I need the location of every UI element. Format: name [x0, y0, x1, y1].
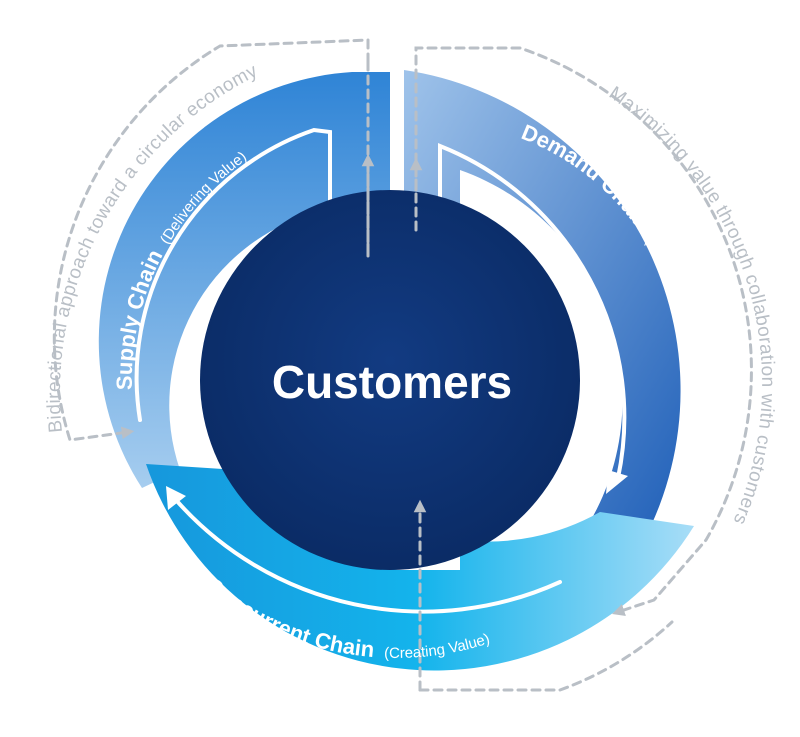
- dashed-bottom-right: [418, 620, 674, 692]
- dashed-top-right-arc: [414, 46, 753, 616]
- concurrent-arrowhead: [166, 486, 186, 510]
- center-label: Customers: [272, 356, 512, 408]
- demand-chain-segment: [404, 70, 681, 546]
- dashed-top-left-arc: [52, 38, 370, 442]
- concurrent-chain-segment: [146, 464, 694, 671]
- concurrent-flow-arrow: [174, 498, 562, 614]
- demand-flow-arrow: [438, 143, 627, 480]
- customers-hub: Customers: [200, 190, 580, 570]
- supply-flow-arrow: [134, 127, 332, 422]
- dashed-flows: [52, 38, 753, 692]
- demand-arrowhead: [606, 470, 628, 494]
